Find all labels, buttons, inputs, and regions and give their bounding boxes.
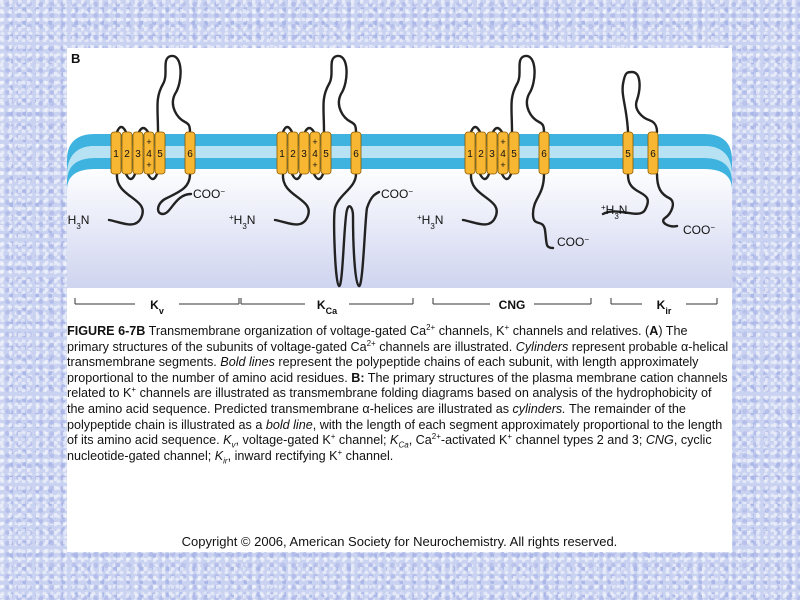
cng-pore-loop [510,54,546,134]
kca-segment-3-label: 3 [301,149,307,160]
kv-c-chain [156,172,193,216]
kca-segment-5 [320,131,332,175]
cng-segment-3 [486,131,498,175]
kv-pore-loop [156,54,192,134]
kv-segment-2 [121,131,133,175]
kir-segment-5 [622,131,634,175]
kv-segment-5 [154,131,166,175]
kca-pore-loop [322,54,358,134]
copyright-notice: Copyright © 2006, American Society for N… [181,534,618,549]
kv-loop-s4s5 [146,172,159,181]
cng-segment-3-label: 3 [489,149,495,160]
kca-segment-2 [287,131,299,175]
membrane-inner-band [67,146,732,182]
kv-loop-s3s4 [137,126,150,134]
kir-n-terminus: +H3N [601,203,627,221]
cng-loop-s1s2 [469,125,482,134]
kv-n-terminus: +H3N [67,213,89,231]
kir-c-terminus: COO− [683,223,715,238]
kca-loop-s4s5 [312,172,325,181]
s4-charge-top: + [500,137,505,147]
kca-segment-1 [276,131,288,175]
kca-n-chain [273,172,310,226]
kv-segment-6-label: 6 [187,149,193,160]
s4-charge-top: + [146,137,151,147]
cng-segment-2-label: 2 [478,149,484,160]
kca-segment-4 [309,131,321,175]
panel-letter: B [71,51,80,66]
s4-charge-top: + [312,137,317,147]
kv-segment-3 [132,131,144,175]
membrane-bottom-band [67,158,732,190]
kca-loop-s1s2 [281,125,294,134]
kca-segment-1-label: 1 [279,149,285,160]
kv-segment-5-label: 5 [157,149,163,160]
kv-segment-1-label: 1 [113,149,119,160]
kir-c-chain [655,172,679,228]
membrane-outer-band [67,134,732,176]
kv-loop-s2s3 [124,172,137,181]
kv-segment-1 [110,131,122,175]
cng-n-terminus: +H3N [417,213,443,231]
cng-loop-s4s5 [500,172,513,181]
kir-channel-label: Kir [657,298,672,316]
cng-segment-1-label: 1 [467,149,473,160]
cng-segment-6-label: 6 [541,149,547,160]
kv-channel-label: Kv [150,298,164,316]
kir-segment-5-label: 5 [625,149,631,160]
kca-n-terminus: +H3N [229,213,255,231]
kca-c-terminus: COO− [381,187,413,202]
kca-segment-2-label: 2 [290,149,296,160]
kca-segment-4-label: 4 [312,149,318,160]
kv-segment-3-label: 3 [135,149,141,160]
cng-segment-5 [508,131,520,175]
cng-segment-4 [497,131,509,175]
kv-segment-4 [143,131,155,175]
kca-channel-label: KCa [317,298,338,316]
cng-c-chain [531,172,555,250]
kv-segment-6 [184,131,196,175]
cng-segment-1 [464,131,476,175]
figure-slide: B 1234++56+H3NCOO−Kv1234++56+H3NCOO−KCa1… [67,48,732,552]
kv-segment-4-label: 4 [146,149,152,160]
kv-loop-s1s2 [115,125,128,134]
cng-loop-s2s3 [478,172,491,181]
channels-layer: 1234++56+H3NCOO−Kv1234++56+H3NCOO−KCa123… [67,54,718,316]
kca-segment-6 [350,131,362,175]
kca-segment-6-label: 6 [353,149,359,160]
cng-n-chain [461,172,498,226]
kir-segment-6 [647,131,659,175]
caption-figure-label: FIGURE 6-7B [67,324,146,338]
kca-loop-s3s4 [303,126,316,134]
channel-topology-diagram: B 1234++56+H3NCOO−Kv1234++56+H3NCOO−KCa1… [67,51,732,316]
cng-c-terminus: COO− [557,235,589,250]
cng-segment-2 [475,131,487,175]
cytoplasm-region [67,166,732,288]
cng-segment-5-label: 5 [511,149,517,160]
kir-segment-6-label: 6 [650,149,656,160]
cng-loop-s3s4 [491,126,504,134]
figure-caption: FIGURE 6-7B Transmembrane organization o… [67,322,729,466]
kca-segment-3 [298,131,310,175]
cng-channel-label: CNG [499,298,526,312]
kv-segment-2-label: 2 [124,149,130,160]
kca-segment-5-label: 5 [323,149,329,160]
s4-charge-bottom: + [146,160,151,170]
kca-c-chain [333,172,381,288]
kir-n-chain [601,172,649,216]
kir-pore-loop [621,70,659,134]
s4-charge-bottom: + [500,160,505,170]
kv-n-chain [107,172,144,226]
s4-charge-bottom: + [312,160,317,170]
kca-loop-s2s3 [290,172,303,181]
cng-segment-4-label: 4 [500,149,506,160]
cng-segment-6 [538,131,550,175]
kv-c-terminus: COO− [193,187,225,202]
